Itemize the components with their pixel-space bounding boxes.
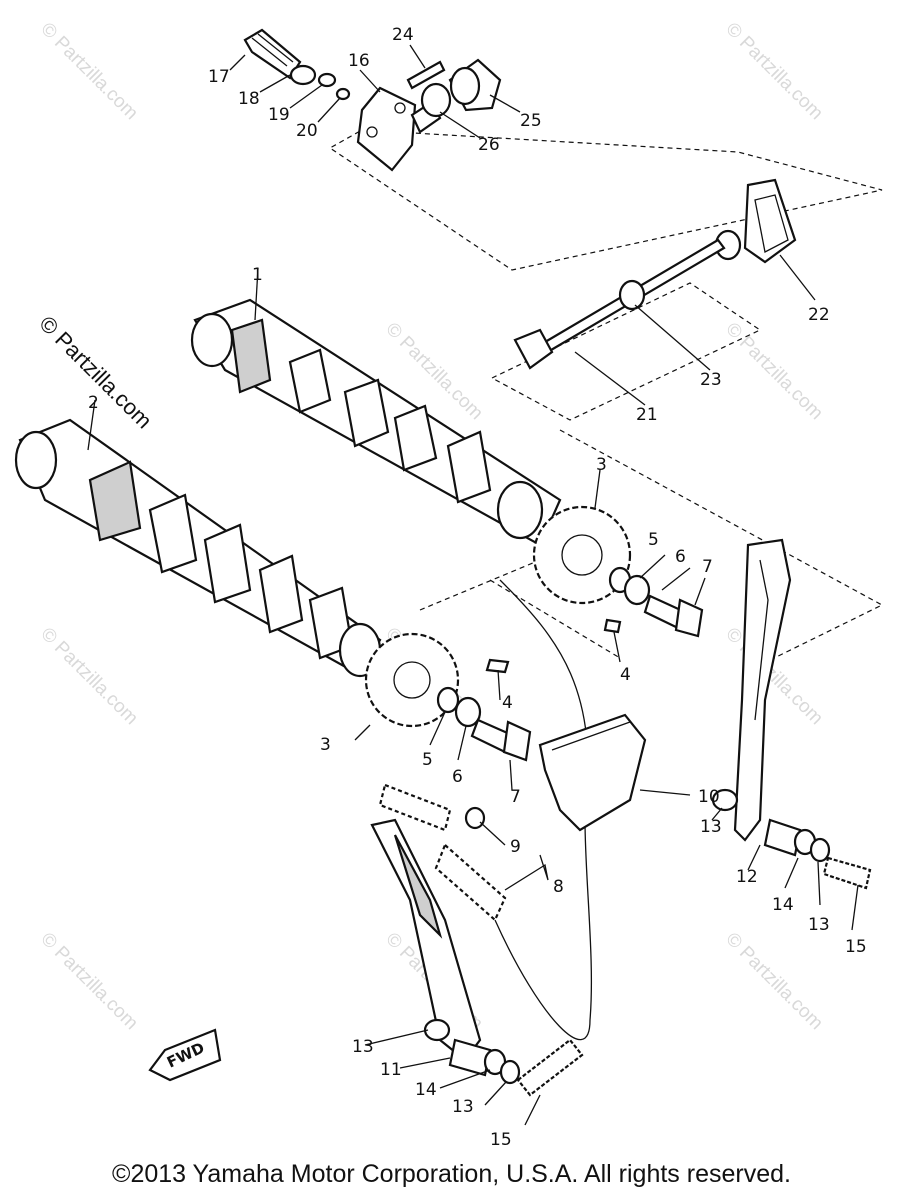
callout-15: 15 (490, 1130, 512, 1150)
fwd-arrow: FWD (148, 1028, 222, 1082)
callout-10: 10 (698, 787, 720, 807)
camshaft-upper (190, 298, 562, 547)
callout-24: 24 (392, 25, 414, 45)
callout-7: 7 (510, 787, 521, 807)
callout-26: 26 (478, 135, 500, 155)
callout-20: 20 (296, 121, 318, 141)
callout-13: 13 (700, 817, 722, 837)
watermark: © Partzilla.com (36, 19, 141, 124)
chain-guide-lower (370, 818, 584, 1097)
callout-6: 6 (452, 767, 463, 787)
sprocket-fasteners (436, 566, 704, 762)
watermark: © Partzilla.com (36, 624, 141, 729)
callout-25: 25 (520, 111, 542, 131)
callout-16: 16 (348, 51, 370, 71)
callout-5: 5 (648, 530, 659, 550)
callout-12: 12 (736, 867, 758, 887)
cam-sprockets (364, 505, 632, 728)
callout-8: 8 (553, 877, 564, 897)
callout-15: 15 (845, 937, 867, 957)
callout-7: 7 (702, 557, 713, 577)
chain-guide-right (711, 538, 872, 890)
watermark-dark: © Partzilla.com (34, 311, 157, 434)
callouts: 1 2 3 3 4 4 5 5 6 6 7 7 8 9 10 11 12 13 … (88, 25, 867, 1150)
chain-guide (538, 713, 647, 832)
watermark: © Partzilla.com (721, 19, 826, 124)
reference-lines (328, 129, 884, 666)
leader-lines (87, 44, 859, 1126)
watermark: © Partzilla.com (721, 319, 826, 424)
callout-2: 2 (88, 393, 99, 413)
callout-17: 17 (208, 67, 230, 87)
callout-4: 4 (620, 665, 631, 685)
callout-13: 13 (808, 915, 830, 935)
callout-19: 19 (268, 105, 290, 125)
callout-3: 3 (320, 735, 331, 755)
callout-13: 13 (452, 1097, 474, 1117)
callout-18: 18 (238, 89, 260, 109)
callout-23: 23 (700, 370, 722, 390)
callout-14: 14 (415, 1080, 437, 1100)
callout-9: 9 (510, 837, 521, 857)
watermark: © Partzilla.com (36, 929, 141, 1034)
callout-22: 22 (808, 305, 830, 325)
tensioner-rod-assembly (513, 178, 797, 370)
callout-4: 4 (502, 693, 513, 713)
chain-tensioner-assembly (243, 28, 502, 172)
callout-14: 14 (772, 895, 794, 915)
copyright-notice: ©2013 Yamaha Motor Corporation, U.S.A. A… (112, 1160, 791, 1188)
callout-11: 11 (380, 1060, 402, 1080)
watermark: © Partzilla.com (721, 929, 826, 1034)
callout-21: 21 (636, 405, 658, 425)
callout-5: 5 (422, 750, 433, 770)
callout-1: 1 (252, 265, 263, 285)
camshaft-lower (14, 418, 382, 678)
callout-13: 13 (352, 1037, 374, 1057)
callout-6: 6 (675, 547, 686, 567)
callout-3: 3 (596, 455, 607, 475)
